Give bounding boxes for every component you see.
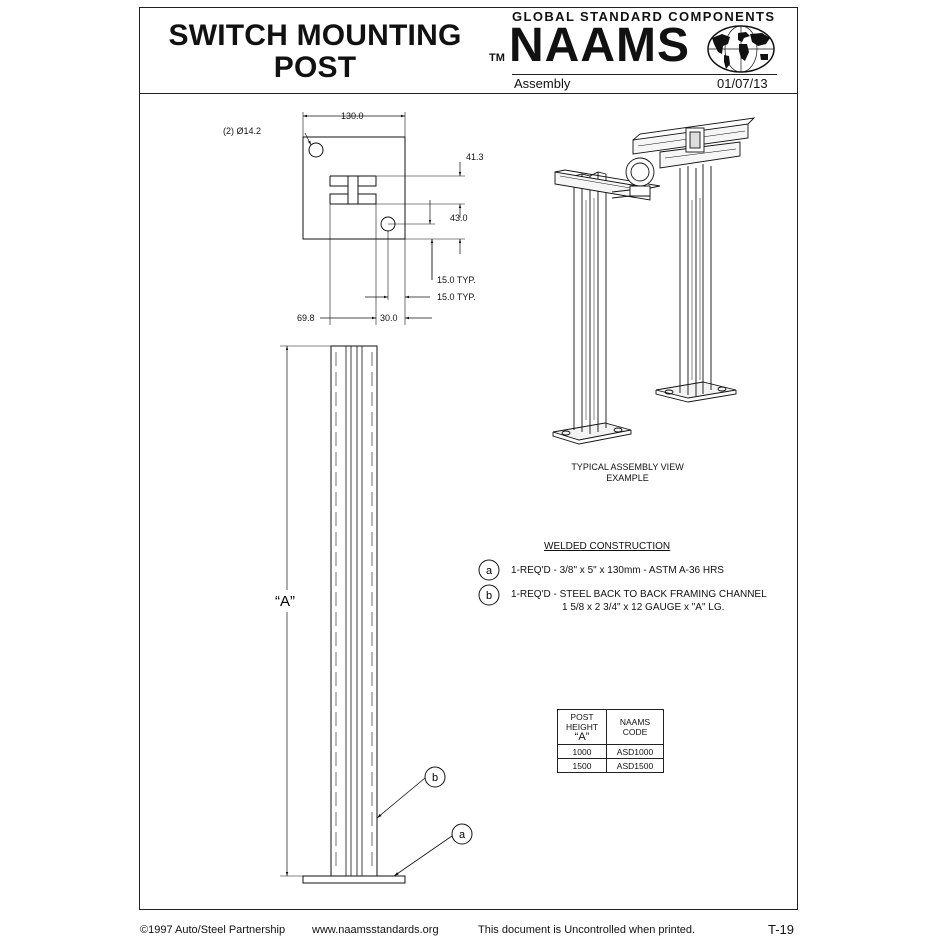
- brand-tagline: GLOBAL STANDARD COMPONENTS: [512, 9, 776, 24]
- dim-edge-typ-2: 15.0 TYP.: [437, 292, 476, 302]
- dim-hole-spacing: 30.0: [380, 313, 398, 323]
- dim-hole-vertical: 43.0: [450, 213, 468, 223]
- table-header-post-height: POST HEIGHT “A”: [557, 709, 607, 745]
- naams-logo-text: NAAMS: [509, 19, 690, 72]
- assembly-caption-line-2: EXAMPLE: [606, 473, 649, 483]
- post-height-label: “A”: [275, 593, 295, 610]
- table-cell-code: ASD1500: [606, 758, 664, 773]
- drawing-frame: [139, 7, 798, 910]
- drawing-subtitle: Assembly: [514, 76, 571, 91]
- table-cell-code: ASD1000: [606, 744, 664, 759]
- assembly-caption-line-1: TYPICAL ASSEMBLY VIEW: [571, 462, 684, 472]
- table-cell-height: 1000: [557, 744, 607, 759]
- table-row: 1500 ASD1500: [557, 758, 664, 773]
- construction-heading: WELDED CONSTRUCTION: [544, 541, 671, 552]
- table-row: 1000 ASD1000: [557, 744, 664, 759]
- item-b-letter: b: [486, 590, 492, 602]
- footer-website[interactable]: www.naamsstandards.org: [312, 924, 439, 936]
- post-elevation: [280, 345, 473, 884]
- dim-edge-typ-1: 15.0 TYP.: [437, 275, 476, 285]
- header-height-line: HEIGHT: [565, 722, 599, 732]
- globe-icon: [707, 25, 775, 73]
- item-a-description: 1-REQ'D - 3/8" x 5" x 130mm - ASTM A-36 …: [511, 565, 724, 576]
- dim-hole-horizontal: 69.8: [297, 313, 315, 323]
- footer-notice: This document is Uncontrolled when print…: [478, 924, 696, 936]
- callout-b-letter: b: [432, 772, 438, 784]
- item-b-description-2: 1 5/8 x 2 3/4" x 12 GAUGE x "A" LG.: [562, 602, 725, 613]
- callout-a-letter: a: [459, 829, 466, 841]
- dim-plate-width: 130.0: [341, 111, 364, 121]
- subtitle-rule: [512, 74, 777, 75]
- post-height-table: POST HEIGHT “A” NAAMS CODE 1000 ASD1000 …: [557, 709, 664, 773]
- table-header-naams-code: NAAMS CODE: [606, 709, 664, 745]
- sheet-number: T-19: [768, 922, 795, 937]
- base-plate-top-view: [302, 112, 465, 325]
- header-a-line: “A”: [574, 731, 590, 743]
- header-divider: [139, 93, 798, 94]
- footer-copyright: ©1997 Auto/Steel Partnership: [140, 924, 286, 936]
- drawing-date: 01/07/13: [717, 76, 768, 91]
- dim-hole-diameter: (2) Ø14.2: [223, 126, 261, 136]
- table-cell-height: 1500: [557, 758, 607, 773]
- table-header-row: POST HEIGHT “A” NAAMS CODE: [557, 709, 664, 745]
- plate-dimension-labels: 130.0 (2) Ø14.2 41.3 43.0 15.0 TYP. 15.0…: [223, 111, 484, 323]
- dim-slot-offset: 41.3: [466, 152, 484, 162]
- trademark-mark: TM: [489, 52, 505, 64]
- title-line-1: SWITCH MOUNTING: [168, 19, 462, 52]
- construction-callouts: [478, 559, 500, 606]
- assembly-caption: TYPICAL ASSEMBLY VIEW EXAMPLE: [560, 462, 695, 484]
- title-line-2: POST: [273, 51, 357, 84]
- header-post-line: POST: [570, 712, 594, 722]
- item-a-letter: a: [486, 565, 493, 577]
- drawing-title: SWITCH MOUNTING POST: [160, 20, 470, 84]
- item-b-description: 1-REQ'D - STEEL BACK TO BACK FRAMING CHA…: [511, 589, 767, 600]
- assembly-isometric-view: [552, 117, 756, 445]
- header-naams-line: NAAMS: [619, 717, 651, 727]
- header-code-line: CODE: [622, 727, 648, 737]
